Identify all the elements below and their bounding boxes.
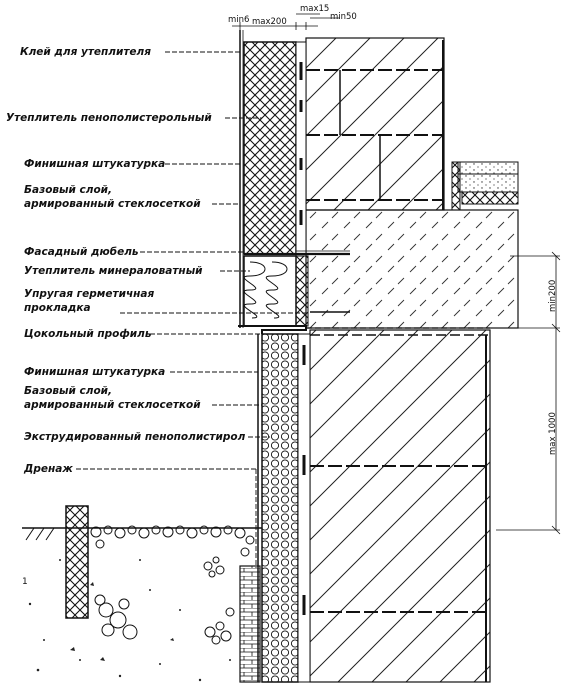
dimension-lines [232,13,561,535]
label-drainage: Дренаж [24,463,73,475]
label-mineral-wool: Утеплитель минераловатный [24,265,203,277]
label-sealant-1: Упругая герметичная [24,288,155,300]
label-sealant-2: прокладка [24,302,91,314]
label-finish-plaster-upper: Финишная штукатурка [24,158,166,170]
eps-insulation [239,30,307,328]
label-facade-dowel: Фасадный дюбель [24,246,139,258]
mineral-wool-strip [243,255,350,327]
mark-1: 1 [22,577,28,587]
soil-speckles [28,559,231,682]
gravel-fill [90,525,255,645]
floor-finish [451,161,519,211]
dim-min50: min50 [330,12,357,22]
drainage-brick [239,565,261,683]
xps-insulation [257,333,311,683]
ground-post [65,505,89,619]
label-glue: Клей для утеплителя [20,46,151,58]
dim-max200: max200 [252,17,287,27]
dim-min6: min6 [228,15,250,25]
basement-wall [309,329,491,683]
upper-wall [305,37,445,211]
leader-lines [76,51,306,568]
plinth-profile [238,325,307,334]
label-xps: Экструдированный пенополистирол [24,431,246,443]
label-plinth-profile: Цокольный профиль [24,328,152,340]
label-finish-plaster-lower: Финишная штукатурка [24,366,166,378]
label-base-layer-upper-2: армированный стеклосеткой [24,198,201,210]
label-base-layer-lower-1: Базовый слой, [24,385,113,397]
label-eps-insulation: Утеплитель пенополистерольный [6,112,212,124]
dim-max1000: max 1000 [548,412,558,455]
dim-min200: min200 [548,279,558,312]
dim-max15: max15 [300,4,330,14]
label-base-layer-lower-2: армированный стеклосеткой [24,399,201,411]
floor-slab [305,209,519,329]
facade-dowel [244,250,350,256]
label-base-layer-upper-1: Базовый слой, [24,184,113,196]
